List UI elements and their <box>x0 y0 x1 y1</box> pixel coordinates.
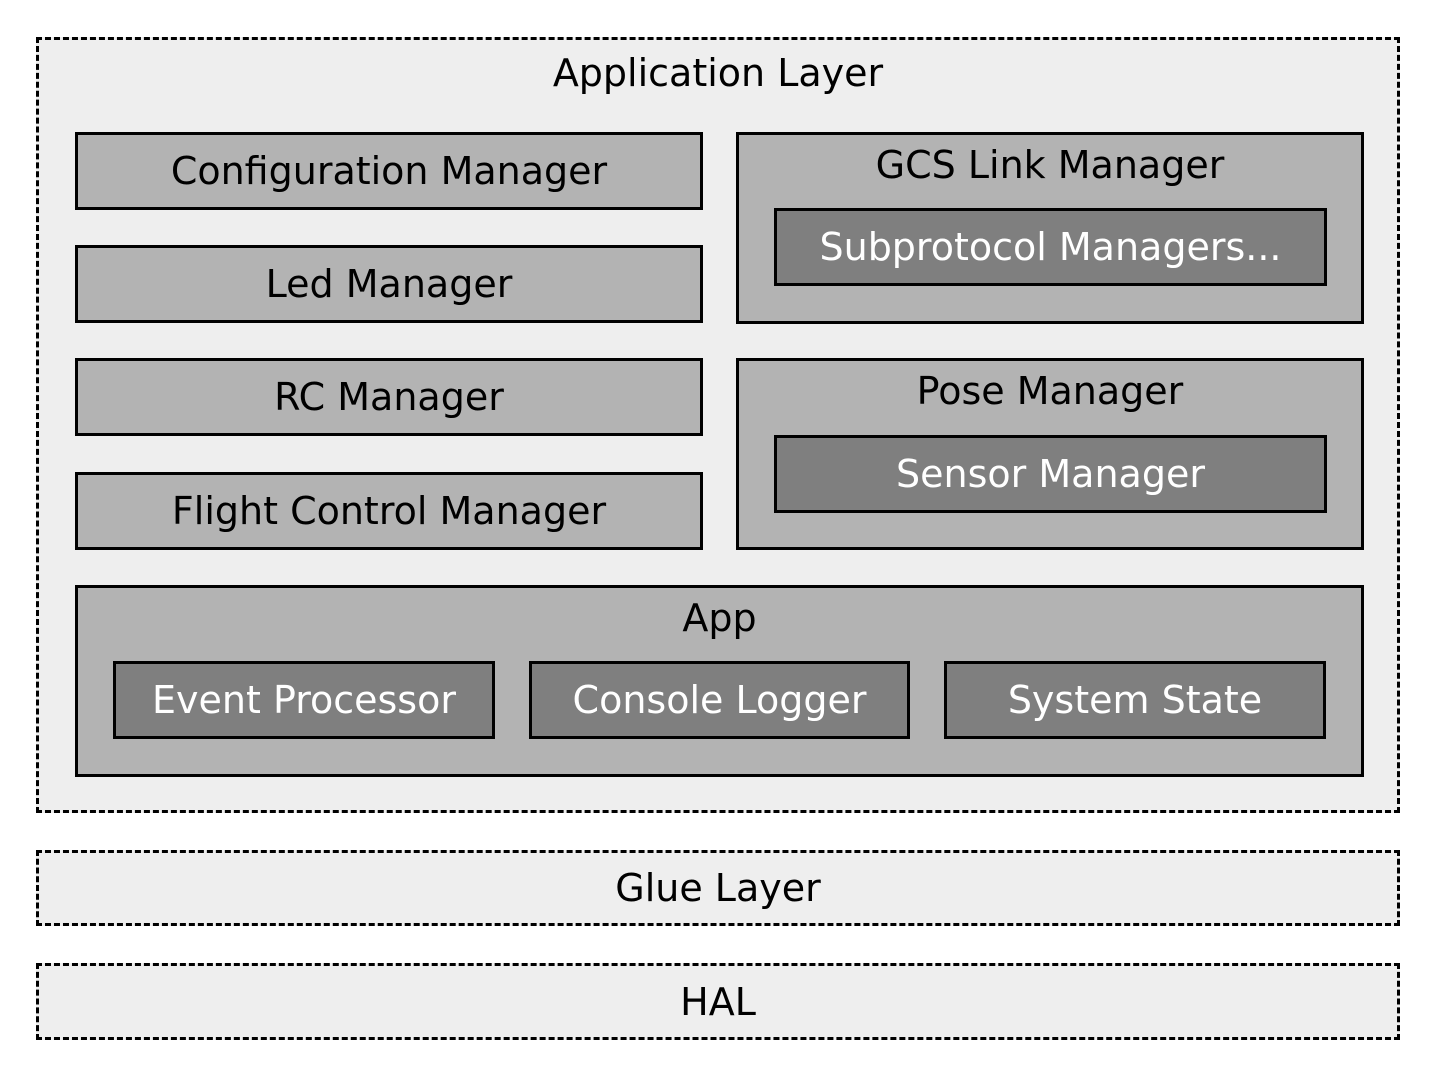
pose-manager-box: Pose Manager Sensor Manager <box>736 358 1364 550</box>
subprotocol-managers-label: Subprotocol Managers... <box>819 225 1282 269</box>
hal-layer: HAL <box>36 963 1400 1040</box>
hal-layer-title: HAL <box>680 979 756 1024</box>
glue-layer-title: Glue Layer <box>615 866 821 910</box>
sensor-manager-box: Sensor Manager <box>774 435 1327 513</box>
led-manager-box: Led Manager <box>75 245 703 323</box>
rc-manager-box: RC Manager <box>75 358 703 436</box>
glue-layer: Glue Layer <box>36 850 1400 926</box>
configuration-manager-box: Configuration Manager <box>75 132 703 210</box>
subprotocol-managers-box: Subprotocol Managers... <box>774 208 1327 286</box>
application-layer-title: Application Layer <box>552 51 884 95</box>
gcs-link-manager-box: GCS Link Manager Subprotocol Managers... <box>736 132 1364 324</box>
console-logger-box: Console Logger <box>529 661 910 739</box>
sensor-manager-label: Sensor Manager <box>896 452 1205 496</box>
system-state-box: System State <box>944 661 1326 739</box>
event-processor-box: Event Processor <box>113 661 495 739</box>
led-manager-label: Led Manager <box>265 262 513 306</box>
app-title: App <box>682 596 757 640</box>
system-state-label: System State <box>1007 678 1263 722</box>
rc-manager-label: RC Manager <box>274 375 504 419</box>
console-logger-label: Console Logger <box>572 678 867 722</box>
flight-control-manager-label: Flight Control Manager <box>171 489 607 533</box>
flight-control-manager-box: Flight Control Manager <box>75 472 703 550</box>
configuration-manager-label: Configuration Manager <box>170 149 608 193</box>
app-box: App Event Processor Console Logger Syste… <box>75 585 1364 777</box>
pose-manager-title: Pose Manager <box>916 369 1184 413</box>
gcs-link-manager-title: GCS Link Manager <box>875 143 1225 187</box>
application-layer: Application Layer Configuration Manager … <box>36 37 1400 813</box>
event-processor-label: Event Processor <box>152 678 456 722</box>
